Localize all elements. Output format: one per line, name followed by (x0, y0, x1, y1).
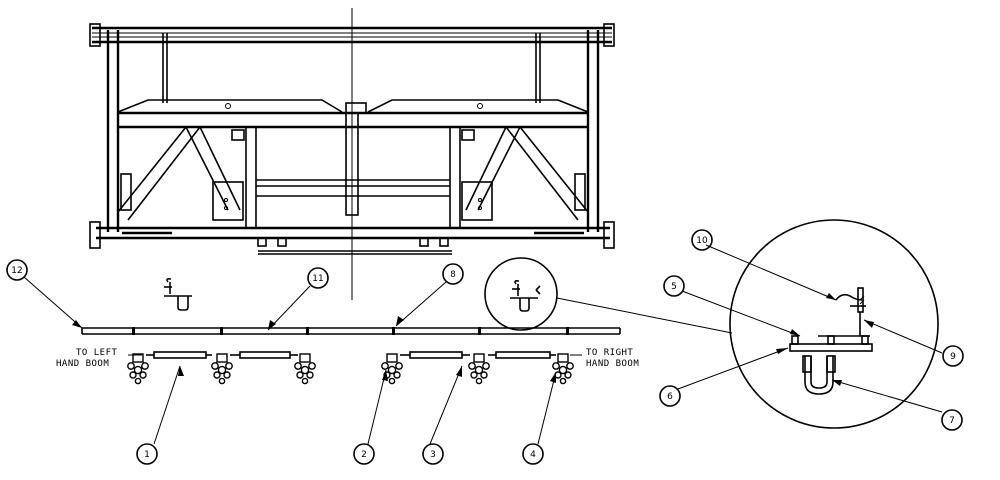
detail-small-circle (484, 257, 558, 331)
arrowheads (72, 293, 874, 386)
svg-text:8: 8 (450, 270, 456, 280)
leaders (23, 244, 943, 445)
detail-leader (556, 297, 733, 334)
svg-text:10: 10 (696, 236, 708, 246)
svg-text:6: 6 (667, 392, 673, 402)
right-boom-note-2: HAND BOOM (586, 359, 639, 369)
right-spray-line (381, 351, 582, 385)
callout-5: 5 (663, 275, 685, 297)
clamp-icon (164, 278, 192, 311)
detail-large-circle (729, 219, 939, 429)
callout-3: 3 (422, 443, 444, 465)
left-boom-note: TO LEFT (76, 348, 118, 358)
svg-text:2: 2 (361, 450, 367, 460)
svg-text:3: 3 (430, 450, 436, 460)
callout-9: 9 (942, 345, 964, 367)
callout-8: 8 (442, 263, 464, 285)
boom-bar (81, 327, 621, 335)
svg-text:4: 4 (530, 450, 536, 460)
callout-11: 11 (307, 267, 329, 289)
callout-2: 2 (353, 443, 375, 465)
right-boom-note: TO RIGHT (586, 348, 633, 358)
callout-1: 1 (136, 443, 158, 465)
svg-text:1: 1 (144, 450, 150, 460)
left-boom-note-2: HAND BOOM (56, 359, 109, 369)
callout-10: 10 (691, 229, 713, 251)
callout-4: 4 (522, 443, 544, 465)
svg-text:7: 7 (949, 416, 955, 426)
svg-text:12: 12 (11, 266, 22, 276)
callout-7: 7 (941, 409, 963, 431)
svg-text:11: 11 (312, 274, 323, 284)
callout-12: 12 (6, 259, 28, 281)
callout-6: 6 (659, 385, 681, 407)
left-spray-line (127, 351, 316, 385)
svg-text:5: 5 (671, 282, 677, 292)
svg-text:9: 9 (950, 352, 956, 362)
